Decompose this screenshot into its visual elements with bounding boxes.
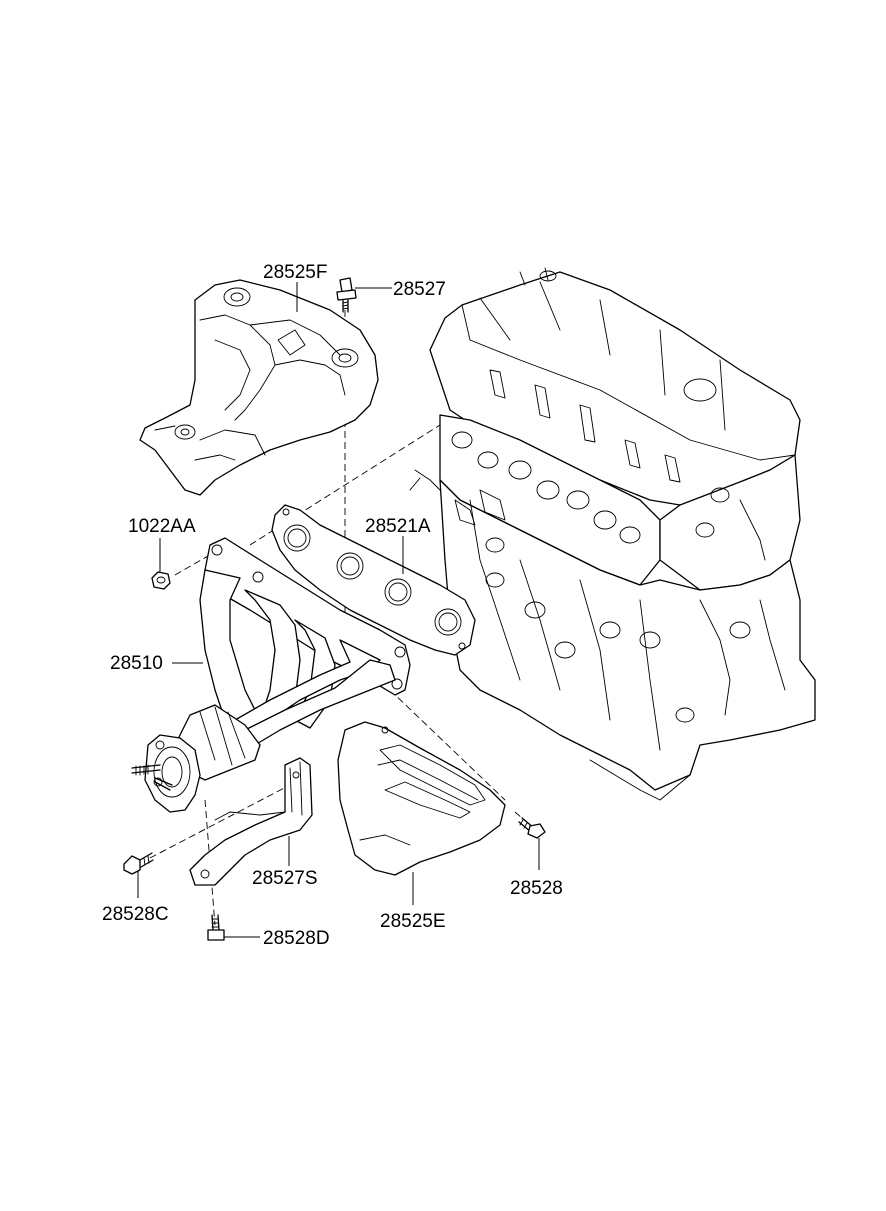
- label-28527: 28527: [393, 279, 446, 300]
- label-28528D: 28528D: [263, 928, 330, 949]
- heat-shield-lower: [337, 721, 506, 876]
- bolt-left: [123, 852, 154, 875]
- part-labels: 28525F 28527 1022AA 28521A 28510 28527S …: [102, 262, 563, 949]
- label-28510: 28510: [110, 653, 163, 674]
- heat-shield-upper: [139, 279, 379, 496]
- label-28525F: 28525F: [263, 262, 327, 283]
- bracket: [189, 757, 313, 886]
- label-28528C: 28528C: [102, 904, 169, 925]
- bolt-right: [518, 817, 546, 839]
- label-1022AA: 1022AA: [128, 516, 196, 537]
- leader-lines: [137, 282, 540, 938]
- bolt-bottom: [207, 914, 225, 941]
- label-28527S: 28527S: [252, 868, 318, 889]
- exhaust-manifold: [131, 537, 411, 813]
- gasket: [271, 504, 476, 656]
- nut: [151, 571, 171, 590]
- label-28528: 28528: [510, 878, 563, 899]
- engine-block: [409, 267, 816, 801]
- bolt-upper: [336, 277, 357, 313]
- label-28525E: 28525E: [380, 911, 446, 932]
- label-28521A: 28521A: [365, 516, 431, 537]
